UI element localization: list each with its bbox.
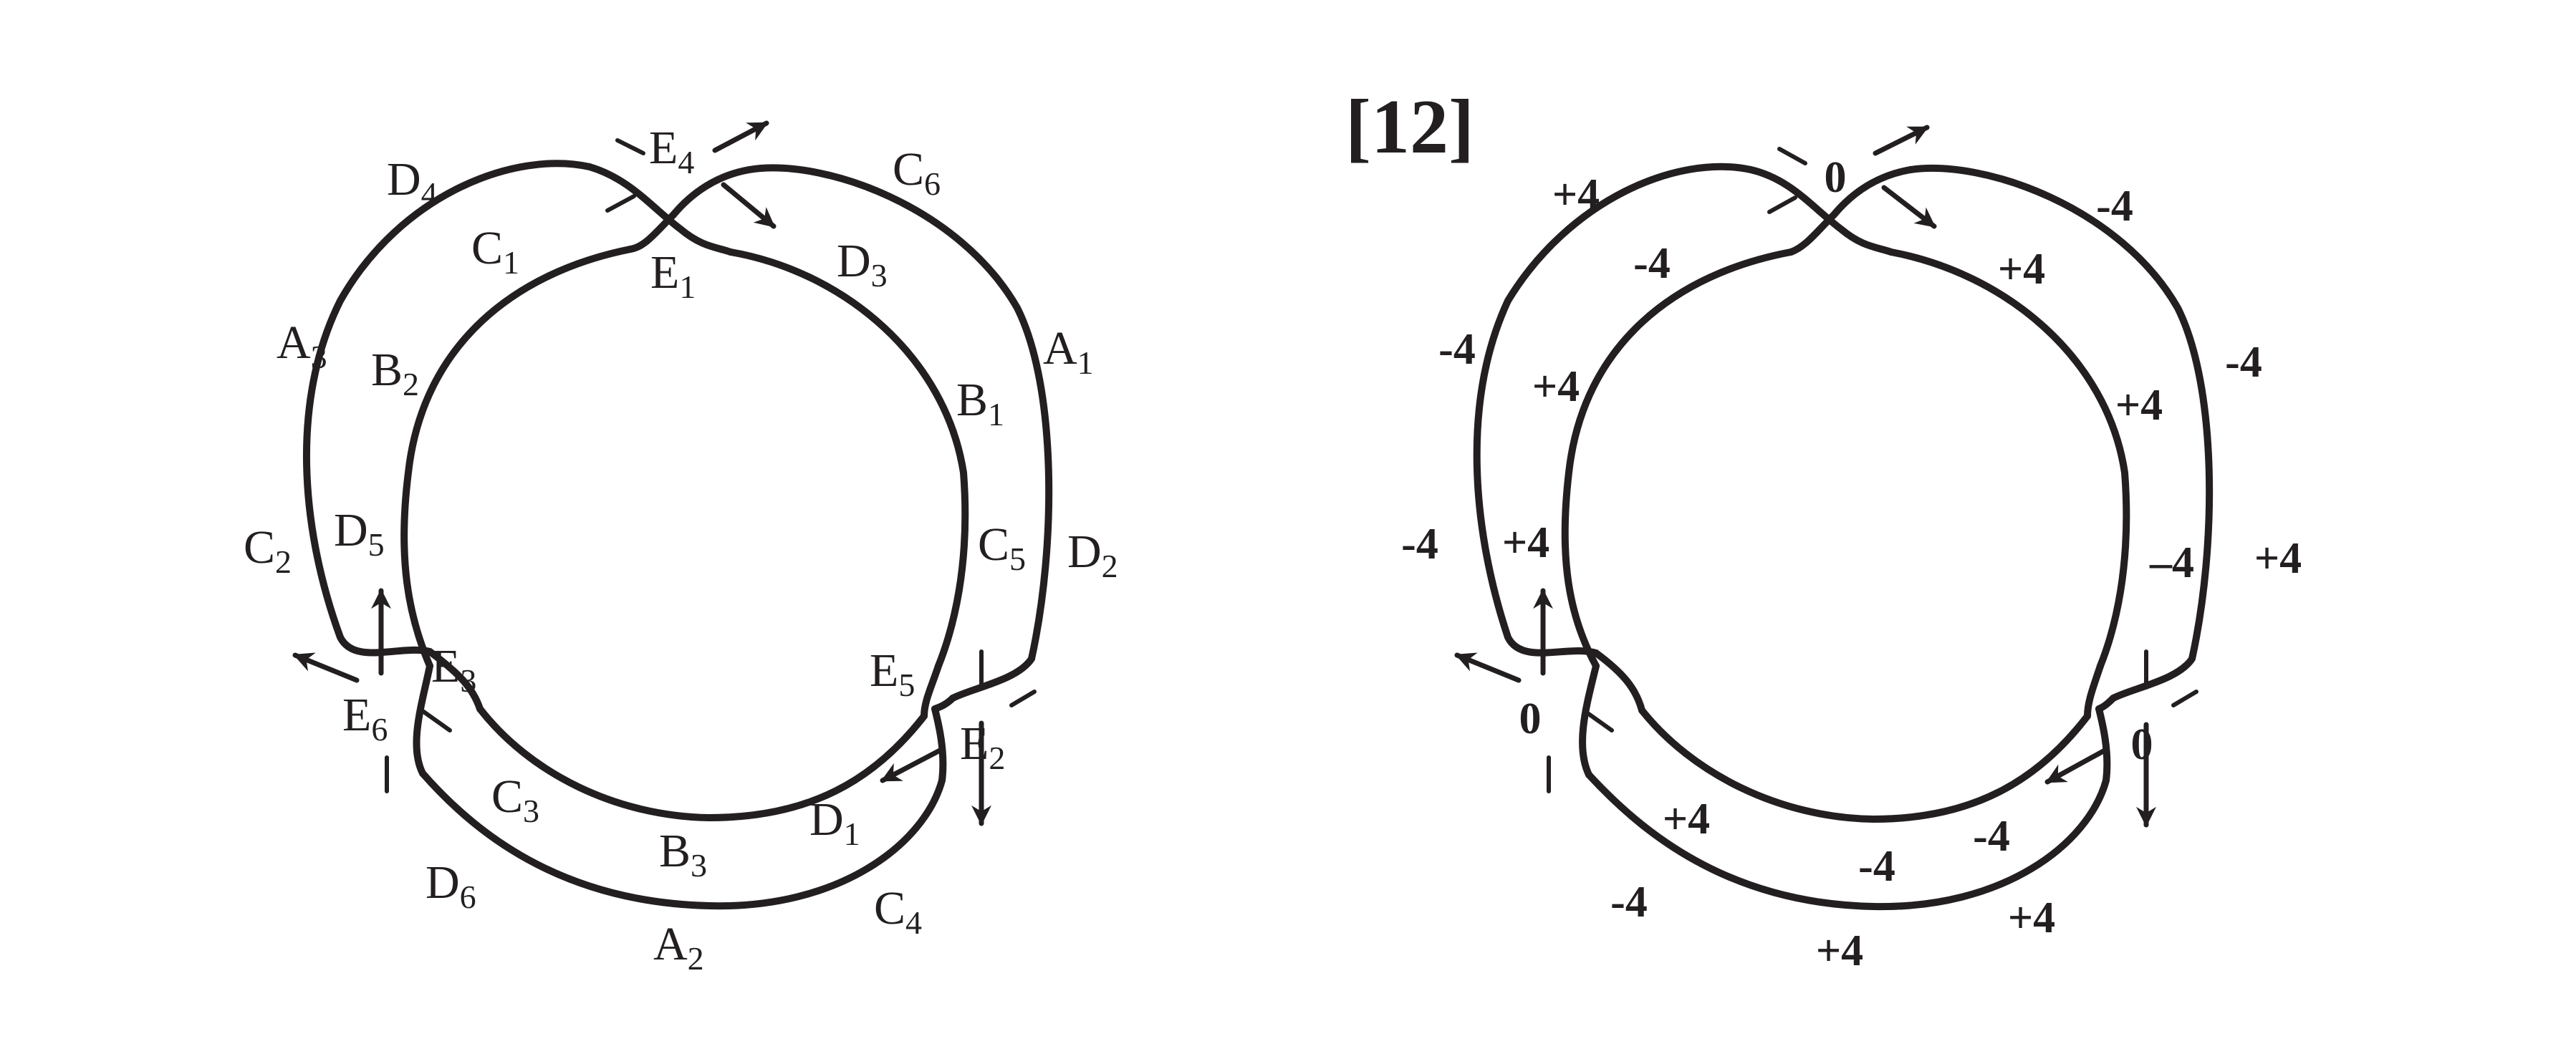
value-right-low-inner: –4 [2149,538,2194,587]
label-c4: C4 [874,882,922,941]
value-right-cross: 0 [2131,720,2153,769]
label-d1: D1 [809,793,860,852]
label-c3: C3 [491,770,539,829]
label-e1: E1 [650,246,696,305]
right-band-outline [1473,163,2214,911]
label-e3: E3 [431,640,476,699]
left-band-outline [302,160,1053,910]
figure-title: [12] [1345,84,1474,170]
arrow-top-up [712,120,769,153]
right-cut-marks [1547,147,2198,793]
label-b2: B2 [371,344,419,402]
value-right-mid-inner: +4 [2115,381,2163,430]
label-d4: D4 [387,153,438,212]
label-d2: D2 [1067,526,1118,584]
value-bottom-mid-inner: -4 [1858,842,1895,891]
value-bottom-right-outer: +4 [2008,894,2055,942]
arrow-top-up [1873,125,1930,156]
label-e6: E6 [342,689,388,748]
label-d6: D6 [426,856,476,915]
arrow-left-out [1454,652,1522,683]
label-e2: E2 [960,717,1005,776]
arrow-right-in [2044,748,2108,785]
left-arrows [292,120,991,826]
value-bottom-left-outer: -4 [1610,878,1648,927]
label-c5: C5 [978,518,1026,577]
label-b1: B1 [956,374,1004,432]
left-cut-marks [385,138,1037,793]
label-a2: A2 [653,918,704,977]
right-values: 0 +4 -4 -4 +4 -4 +4 -4 +4 -4 +4 –4 +4 0 0 +4 -4 -4 -4 +4 +4 [1401,153,2302,975]
value-left-cross: 0 [1519,695,1542,743]
value-upper-right-inner: +4 [1998,245,2045,294]
arrow-left-out [292,652,360,683]
label-e5: E5 [870,644,915,703]
label-b3: B3 [659,825,707,884]
value-left-low-inner: +4 [1502,518,1549,567]
label-a1: A1 [1043,322,1094,381]
label-e4: E4 [649,122,694,180]
label-c2: C2 [244,521,292,580]
value-left-low-outer: -4 [1401,520,1438,569]
label-d3: D3 [837,235,888,294]
value-left-mid-outer: -4 [1438,325,1476,374]
value-left-mid-inner: +4 [1532,362,1580,411]
label-a3: A3 [277,316,327,375]
value-bottom-mid-outer: +4 [1816,927,1863,975]
label-d5: D5 [334,504,385,563]
value-upper-left-outer: +4 [1552,170,1600,219]
value-bottom-left-inner: +4 [1663,795,1710,843]
right-band-diagram: 0 +4 -4 -4 +4 -4 +4 -4 +4 -4 +4 –4 +4 0 0 +4 -4 -4 -4 +4 +4 [1401,125,2302,975]
value-upper-right-outer: -4 [2096,182,2133,231]
arrow-top-down [721,182,777,229]
value-bottom-right-inner: -4 [1973,812,2010,861]
value-upper-left-inner: -4 [1633,239,1671,288]
label-c6: C6 [893,143,941,202]
label-c1: C1 [471,222,519,281]
value-top-cross: 0 [1825,153,1847,202]
right-arrows [1454,125,2156,828]
value-right-low-outer: +4 [2254,534,2302,583]
value-right-mid-outer: -4 [2225,338,2262,387]
arrow-right-in [880,748,943,783]
arrow-top-down [1881,185,1937,229]
